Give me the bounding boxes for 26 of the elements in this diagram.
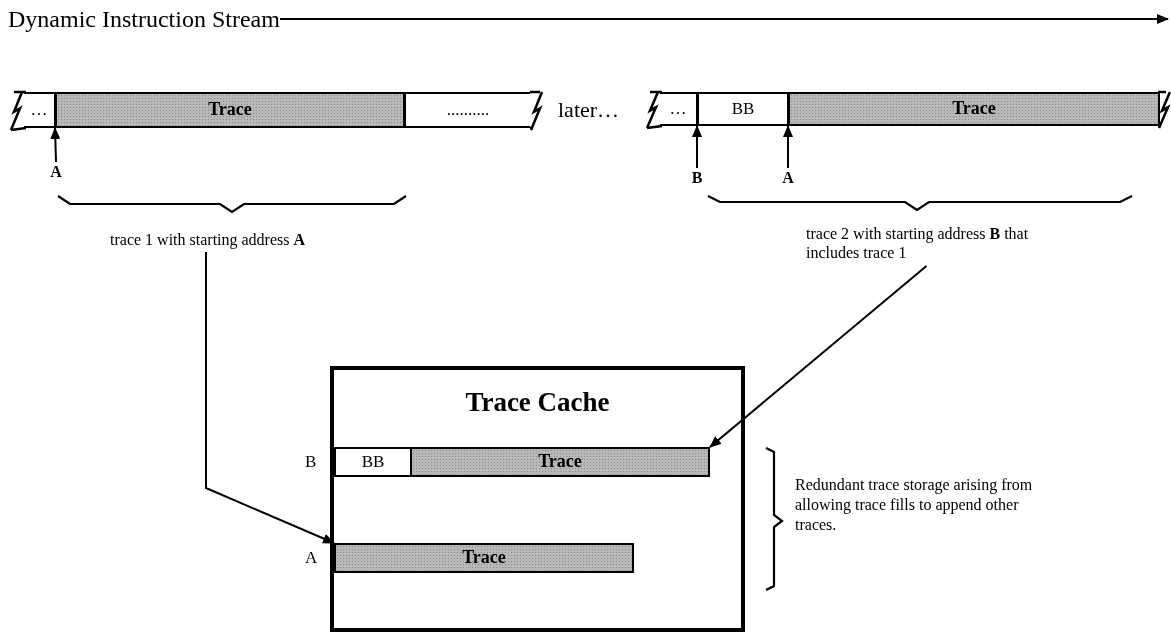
trace-note: trace 1 with starting address A (110, 228, 360, 252)
arrow (783, 125, 793, 169)
arrow (692, 125, 702, 169)
tape-segment: .......... (404, 92, 530, 128)
trace-segment: Trace (788, 92, 1160, 126)
row-address-label: B (305, 451, 317, 473)
heading-text: Trace Cache (465, 386, 610, 419)
trace-note: trace 2 with starting address B that includes trace 1 (806, 220, 1058, 266)
address-label: B (686, 168, 708, 188)
tape-segment: BB (697, 92, 789, 126)
trace-segment: Trace (410, 447, 710, 477)
tape-segment: … (660, 92, 698, 126)
row-address-label: A (305, 547, 318, 569)
address-label: A (777, 168, 799, 188)
stream-title: Dynamic Instruction Stream (8, 4, 280, 34)
later-text: later… (558, 96, 620, 124)
trace-cache-box (330, 366, 745, 632)
address-label: A (45, 162, 67, 182)
trace-segment: Trace (334, 543, 634, 573)
arrow (709, 265, 928, 448)
tape-segment: … (24, 92, 56, 128)
arrow (279, 14, 1169, 24)
arrow (50, 127, 61, 163)
brace-note: Redundant trace storage arising from allowing trace fills to append other traces. (795, 475, 1034, 535)
tape-segment: BB (334, 447, 412, 477)
trace-segment: Trace (55, 92, 405, 128)
